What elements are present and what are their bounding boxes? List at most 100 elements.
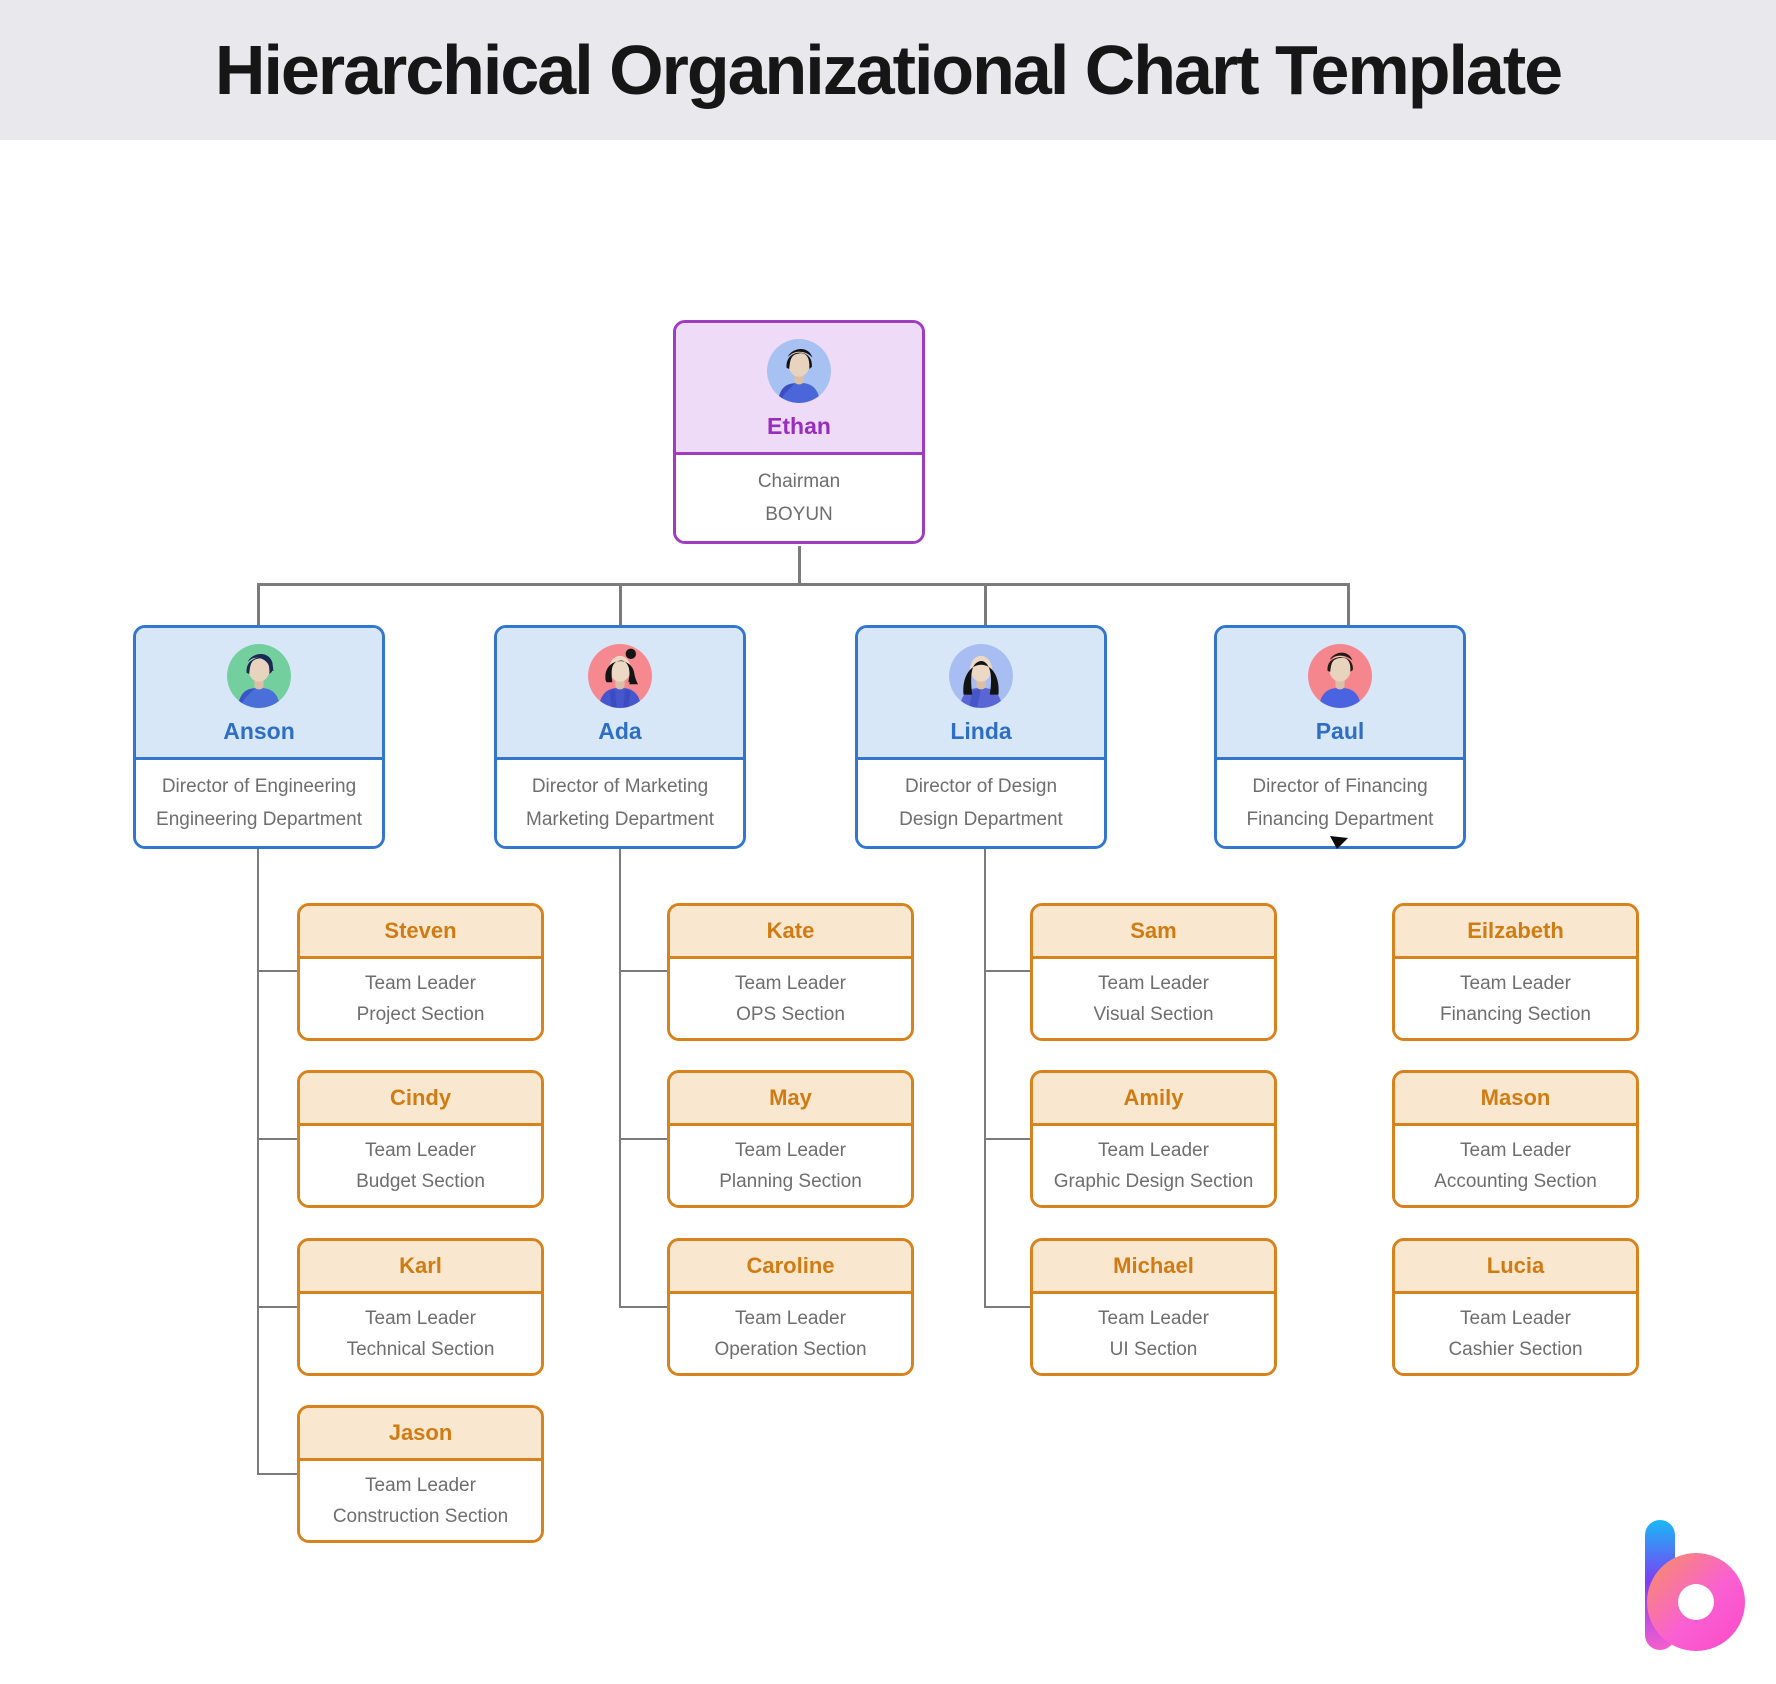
member-dept: Engineering Department	[156, 809, 362, 830]
connector-stub-sam	[984, 970, 1030, 972]
card-header: Ethan	[676, 323, 922, 455]
connector-stub-caroline	[619, 1306, 667, 1308]
member-role: Team Leader	[735, 972, 846, 994]
member-dept: Financing Department	[1246, 809, 1434, 830]
org-card-ada[interactable]: Ada Director of Marketing Marketing Depa…	[494, 625, 746, 849]
avatar-paul	[1308, 644, 1372, 708]
connector-stub-amily	[984, 1138, 1030, 1140]
member-role: Team Leader	[1460, 1307, 1571, 1329]
connector-drop-anson	[257, 585, 260, 625]
card-body: Director of Design Design Department	[858, 760, 1104, 846]
member-name: Jason	[388, 1420, 453, 1445]
member-name: Eilzabeth	[1467, 918, 1564, 943]
avatar-linda	[949, 644, 1013, 708]
member-section: Operation Section	[714, 1338, 867, 1360]
connector-stub-kate	[619, 970, 667, 972]
member-name: Karl	[399, 1253, 442, 1278]
member-role: Director of Design	[904, 776, 1058, 797]
card-header: Ada	[497, 628, 743, 760]
org-card-jason[interactable]: Jason Team Leader Construction Section	[297, 1405, 544, 1543]
org-card-paul[interactable]: Paul Director of Financing Financing Dep…	[1214, 625, 1466, 849]
member-section: Project Section	[356, 1003, 485, 1025]
avatar-anson	[227, 644, 291, 708]
connector-drop-paul	[1347, 585, 1350, 625]
member-section: OPS Section	[736, 1003, 845, 1025]
member-role: Director of Marketing	[531, 776, 709, 797]
page-title: Hierarchical Organizational Chart Templa…	[214, 31, 1563, 109]
member-section: Construction Section	[332, 1505, 509, 1527]
member-name: May	[769, 1085, 812, 1110]
member-section: Accounting Section	[1434, 1170, 1597, 1192]
org-card-steven[interactable]: Steven Team Leader Project Section	[297, 903, 544, 1041]
member-role: Team Leader	[735, 1139, 846, 1161]
member-name: Paul	[1315, 718, 1365, 744]
connector-trunk-design	[984, 848, 986, 1308]
connector-main-horizontal	[257, 583, 1350, 586]
org-card-may[interactable]: May Team Leader Planning Section	[667, 1070, 914, 1208]
org-card-cindy[interactable]: Cindy Team Leader Budget Section	[297, 1070, 544, 1208]
mouse-cursor-icon	[1330, 836, 1348, 849]
avatar-ethan	[767, 339, 831, 403]
org-card-sam[interactable]: Sam Team Leader Visual Section	[1030, 903, 1277, 1041]
member-name: Amily	[1123, 1085, 1184, 1110]
member-name: Ethan	[767, 413, 831, 439]
member-name: Linda	[950, 718, 1012, 744]
member-org: BOYUN	[765, 504, 833, 525]
member-name: Sam	[1130, 918, 1177, 943]
member-section: UI Section	[1109, 1338, 1198, 1360]
member-name: Mason	[1480, 1085, 1551, 1110]
member-role: Team Leader	[365, 1307, 476, 1329]
org-card-michael[interactable]: Michael Team Leader UI Section	[1030, 1238, 1277, 1376]
connector-stub-michael	[984, 1306, 1030, 1308]
member-name: Steven	[384, 918, 457, 943]
card-body: Director of Marketing Marketing Departme…	[497, 760, 743, 846]
org-card-karl[interactable]: Karl Team Leader Technical Section	[297, 1238, 544, 1376]
member-dept: Design Department	[899, 809, 1063, 830]
org-card-amily[interactable]: Amily Team Leader Graphic Design Section	[1030, 1070, 1277, 1208]
card-header: Anson	[136, 628, 382, 760]
org-card-mason[interactable]: Mason Team Leader Accounting Section	[1392, 1070, 1639, 1208]
connector-root-stub	[798, 546, 801, 584]
member-name: Anson	[223, 718, 295, 744]
card-header: Linda	[858, 628, 1104, 760]
org-card-ethan[interactable]: Ethan Chairman BOYUN	[673, 320, 925, 544]
member-section: Cashier Section	[1448, 1338, 1583, 1360]
org-card-lucia[interactable]: Lucia Team Leader Cashier Section	[1392, 1238, 1639, 1376]
connector-trunk-marketing	[619, 848, 621, 1308]
connector-stub-karl	[257, 1306, 297, 1308]
logo-bowl	[1647, 1553, 1745, 1651]
member-role: Team Leader	[365, 1139, 476, 1161]
card-body: Chairman BOYUN	[676, 455, 922, 541]
member-role: Team Leader	[365, 972, 476, 994]
member-name: Michael	[1113, 1253, 1194, 1278]
member-name: Lucia	[1486, 1253, 1545, 1278]
member-role: Team Leader	[1460, 972, 1571, 994]
member-section: Graphic Design Section	[1053, 1170, 1254, 1192]
member-name: Kate	[766, 918, 815, 943]
org-card-kate[interactable]: Kate Team Leader OPS Section	[667, 903, 914, 1041]
member-section: Financing Section	[1439, 1003, 1592, 1025]
member-role: Team Leader	[1460, 1139, 1571, 1161]
org-card-caroline[interactable]: Caroline Team Leader Operation Section	[667, 1238, 914, 1376]
avatar-ada	[588, 644, 652, 708]
org-card-eilzabeth[interactable]: Eilzabeth Team Leader Financing Section	[1392, 903, 1639, 1041]
member-section: Visual Section	[1093, 1003, 1214, 1025]
card-body: Director of Engineering Engineering Depa…	[136, 760, 382, 846]
connector-stub-cindy	[257, 1138, 297, 1140]
member-name: Caroline	[746, 1253, 835, 1278]
member-section: Planning Section	[719, 1170, 862, 1192]
org-card-linda[interactable]: Linda Director of Design Design Departme…	[855, 625, 1107, 849]
connector-trunk-engineering	[257, 848, 259, 1475]
member-role: Team Leader	[1098, 1139, 1209, 1161]
card-header: Paul	[1217, 628, 1463, 760]
card-body: Director of Financing Financing Departme…	[1217, 760, 1463, 846]
connector-stub-jason	[257, 1473, 297, 1475]
connector-drop-linda	[984, 585, 987, 625]
connector-drop-ada	[619, 585, 622, 625]
member-name: Ada	[598, 718, 642, 744]
org-card-anson[interactable]: Anson Director of Engineering Engineerin…	[133, 625, 385, 849]
member-section: Technical Section	[346, 1338, 495, 1360]
member-role: Team Leader	[1098, 1307, 1209, 1329]
member-role: Director of Financing	[1252, 776, 1428, 797]
member-role: Chairman	[757, 471, 841, 492]
